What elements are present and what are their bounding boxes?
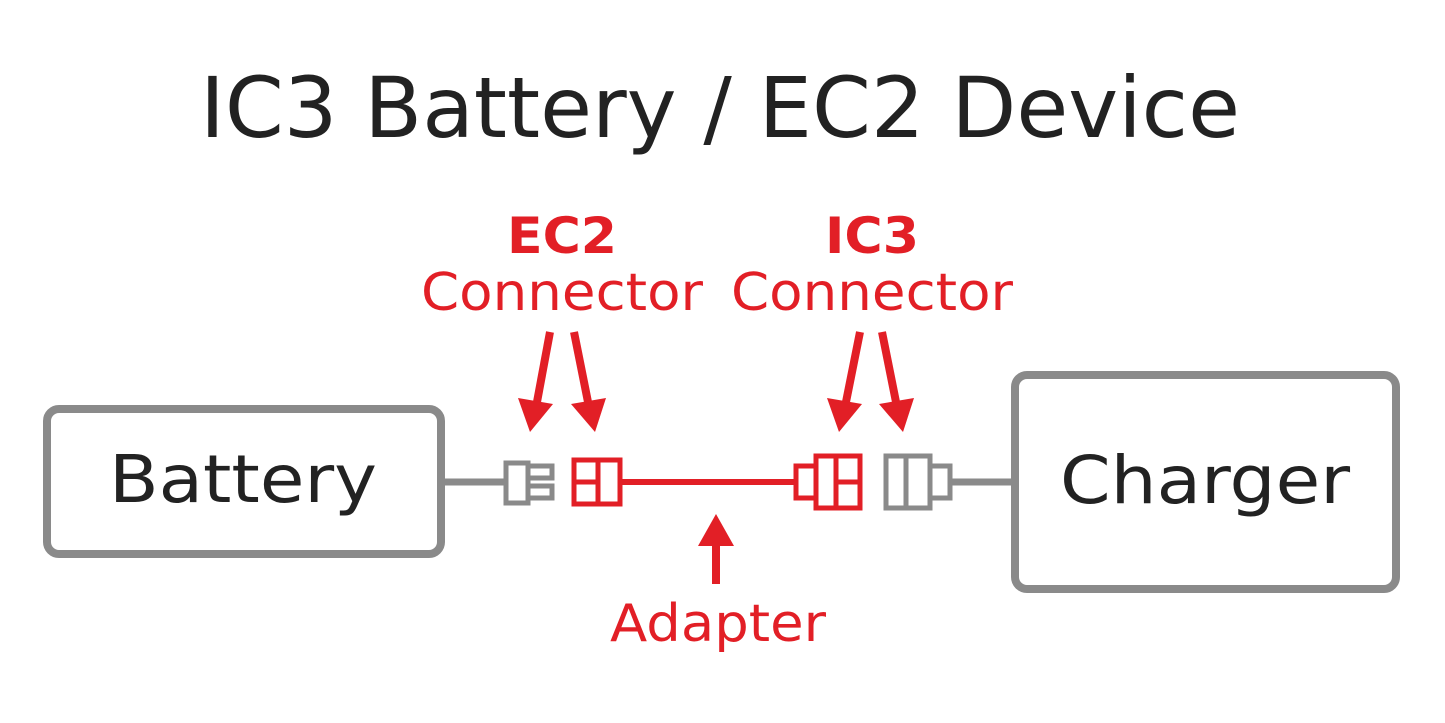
ec2-label: EC2 xyxy=(507,207,617,265)
charger-label: Charger xyxy=(1060,442,1351,519)
ec2-connector-label: Connector xyxy=(421,263,704,323)
charger-ic3-connector-icon xyxy=(883,453,953,511)
adapter-ic3-connector-icon xyxy=(793,453,863,511)
ic3-arrow-right-icon xyxy=(878,331,914,432)
adapter-ec2-connector-icon xyxy=(571,457,623,507)
ic3-connector-label: Connector xyxy=(731,263,1014,323)
battery-ec2-connector-icon xyxy=(503,460,555,506)
battery-label: Battery xyxy=(109,441,377,518)
ec2-arrow-left-icon xyxy=(518,331,554,432)
ic3-arrow-left-icon xyxy=(827,331,864,432)
ic3-label: IC3 xyxy=(825,207,919,265)
charger-box: Charger xyxy=(1011,371,1400,593)
diagram-title: IC3 Battery / EC2 Device xyxy=(200,59,1240,157)
adapter-arrow-icon xyxy=(698,514,734,584)
ec2-arrow-right-icon xyxy=(570,331,606,432)
adapter-label: Adapter xyxy=(610,594,827,654)
battery-box: Battery xyxy=(43,405,445,558)
